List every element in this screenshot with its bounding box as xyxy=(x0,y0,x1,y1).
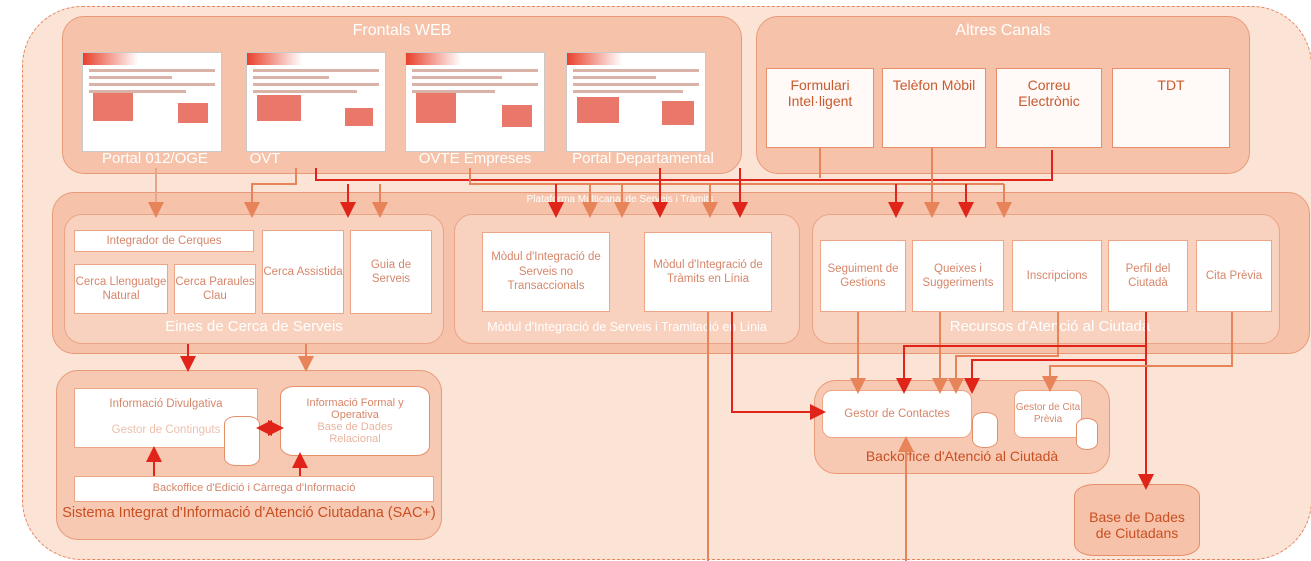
frontals-web-title: Frontals WEB xyxy=(352,22,452,39)
channel-telefon-mobil[interactable]: Telèfon Mòbil xyxy=(882,68,986,148)
altres-canals-title: Altres Canals xyxy=(955,22,1051,39)
channel-formulari[interactable]: Formulari Intel·ligent xyxy=(766,68,874,148)
channel-correu[interactable]: Correu Electrònic xyxy=(996,68,1102,148)
eines-cerca-title: Eines de Cerca de Serveis xyxy=(165,318,343,335)
perfil-ciutada-box[interactable]: Perfil del Ciutadà xyxy=(1108,240,1188,312)
sac-title: Sistema Integrat d'Informació d'Atenció … xyxy=(62,505,436,521)
queixes-suggeriments-box[interactable]: Queixes i Suggeriments xyxy=(912,240,1004,312)
portal-departamental-thumbnail[interactable] xyxy=(566,52,706,152)
gestor-continguts-label: Gestor de Continguts xyxy=(111,424,221,437)
cerca-llenguatge-box[interactable]: Cerca Llenguatge Natural xyxy=(74,264,168,314)
cerca-paraules-box[interactable]: Cerca Paraules Clau xyxy=(174,264,256,314)
ovte-thumbnail[interactable] xyxy=(405,52,545,152)
modul-no-transaccionals-box[interactable]: Mòdul d'Integració de Serveis no Transac… xyxy=(482,232,610,312)
seguiment-gestions-box[interactable]: Seguiment de Gestions xyxy=(820,240,906,312)
portal-012-label: Portal 012/OGE xyxy=(102,150,208,167)
gestor-cita-box[interactable]: Gestor de Cita Prèvia xyxy=(1014,390,1082,438)
cita-previa-box[interactable]: Cita Prèvia xyxy=(1196,240,1272,312)
backoffice-edicio-box[interactable]: Backoffice d'Edició i Càrrega d'Informac… xyxy=(74,476,434,502)
gestor-continguts-cylinder xyxy=(224,416,260,466)
ovte-label: OVTE Empreses xyxy=(418,150,532,167)
cerca-assistida-box[interactable]: Cerca Assistida xyxy=(262,230,344,314)
inscripcions-box[interactable]: Inscripcions xyxy=(1012,240,1102,312)
recursos-title: Recursos d'Atenció al Ciutadà xyxy=(949,318,1151,335)
base-dades-relacional-cylinder[interactable]: Informació Formal y Operativa Base de Da… xyxy=(280,386,430,456)
guia-serveis-box[interactable]: Guia de Serveis xyxy=(350,230,432,314)
portal-012-thumbnail[interactable] xyxy=(82,52,222,152)
modul-tramits-box[interactable]: Mòdul d'Integració de Tràmits en Línia xyxy=(644,232,772,312)
modul-integracio-title: Mòdul d'Integració de Serveis i Tramitac… xyxy=(487,320,767,334)
ovt-thumbnail[interactable] xyxy=(246,52,386,152)
backoffice-atencio-title: Backoffice d'Atenció al Ciutadà xyxy=(865,448,1059,464)
gestor-cita-cylinder xyxy=(1076,418,1098,450)
portal-departamental-label: Portal Departamental xyxy=(572,150,714,167)
gestor-contactes-cylinder xyxy=(972,412,998,448)
plataforma-title: Plataforma Multicanal de Serveis i Tràmi… xyxy=(526,194,714,205)
base-dades-label: Base de Dades Relacional xyxy=(317,421,393,445)
integrador-cerques-box[interactable]: Integrador de Cerques xyxy=(74,230,254,252)
channel-tdt[interactable]: TDT xyxy=(1112,68,1230,148)
ovt-label: OVT xyxy=(249,150,281,167)
base-dades-ciutadans-cylinder[interactable]: Base de Dades de Ciutadans xyxy=(1074,484,1200,556)
